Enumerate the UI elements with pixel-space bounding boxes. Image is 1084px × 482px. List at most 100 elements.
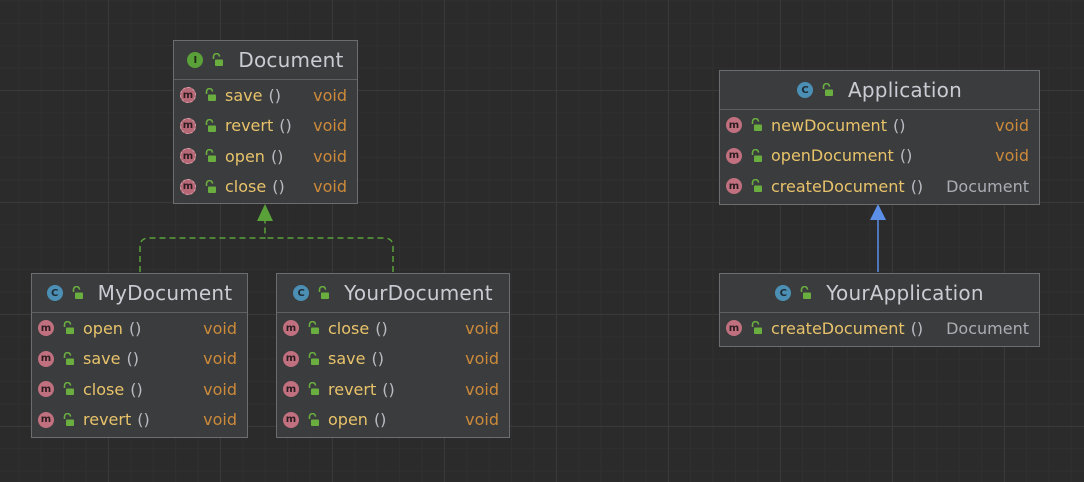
node-title: YourDocument bbox=[344, 281, 493, 305]
method-badge-icon: m bbox=[180, 148, 196, 165]
method-return-type: void bbox=[313, 85, 347, 105]
method-name: createDocument bbox=[771, 318, 905, 338]
method-params: () bbox=[371, 349, 384, 369]
method-name: open bbox=[225, 146, 265, 166]
public-lock-icon bbox=[308, 351, 319, 365]
public-lock-icon bbox=[308, 321, 319, 335]
public-lock-icon bbox=[63, 412, 74, 426]
public-lock-icon bbox=[308, 412, 319, 426]
method-badge-icon: m bbox=[283, 350, 299, 367]
method-return-type: void bbox=[313, 116, 347, 136]
public-lock-icon bbox=[63, 382, 74, 396]
method-params: () bbox=[910, 176, 924, 196]
method-badge-icon: m bbox=[283, 381, 299, 398]
method-name: open bbox=[83, 318, 123, 338]
node-title: YourApplication bbox=[826, 281, 984, 305]
public-lock-icon bbox=[751, 148, 762, 162]
method-name: close bbox=[225, 177, 267, 197]
public-lock-icon bbox=[318, 286, 330, 299]
method-name: revert bbox=[83, 410, 132, 430]
class-badge-icon: C bbox=[293, 285, 310, 301]
method-params: () bbox=[375, 318, 388, 338]
public-lock-icon bbox=[213, 53, 224, 66]
node-title: Application bbox=[848, 78, 962, 102]
node-header: C Application bbox=[720, 71, 1039, 110]
method-badge-icon: m bbox=[726, 147, 742, 164]
method-return-type: void bbox=[203, 318, 237, 338]
method-badge-icon: m bbox=[726, 178, 742, 195]
method-return-type: void bbox=[203, 379, 237, 399]
class-badge-icon: C bbox=[797, 82, 814, 98]
public-lock-icon bbox=[800, 286, 812, 299]
method-return-type: void bbox=[465, 349, 499, 369]
method-params: () bbox=[268, 85, 281, 105]
class-badge-icon: C bbox=[775, 285, 792, 301]
extends-arrowhead bbox=[870, 204, 886, 220]
method-return-type: Document bbox=[946, 176, 1029, 196]
method-name: save bbox=[225, 85, 263, 105]
public-lock-icon bbox=[63, 351, 74, 365]
method-badge-icon: m bbox=[180, 178, 196, 195]
method-return-type: void bbox=[313, 177, 347, 197]
method-badge-icon: m bbox=[726, 320, 742, 337]
method-return-type: Document bbox=[946, 318, 1029, 338]
method-row[interactable]: m revert() void bbox=[174, 111, 357, 142]
node-header: C YourApplication bbox=[720, 274, 1039, 313]
method-name: open bbox=[328, 410, 368, 430]
public-lock-icon bbox=[205, 88, 216, 102]
method-name: revert bbox=[225, 116, 274, 136]
method-return-type: void bbox=[203, 349, 237, 369]
method-return-type: void bbox=[203, 410, 237, 430]
public-lock-icon bbox=[751, 118, 762, 132]
method-name: save bbox=[83, 349, 121, 369]
method-badge-icon: m bbox=[180, 117, 196, 134]
method-name: openDocument bbox=[771, 146, 894, 166]
public-lock-icon bbox=[308, 382, 319, 396]
method-params: () bbox=[126, 349, 139, 369]
method-params: () bbox=[899, 146, 913, 166]
method-return-type: void bbox=[995, 146, 1029, 166]
method-params: () bbox=[279, 116, 292, 136]
method-params: () bbox=[382, 379, 395, 399]
node-header: C YourDocument bbox=[277, 274, 509, 313]
public-lock-icon bbox=[205, 149, 216, 163]
method-params: () bbox=[892, 115, 906, 135]
method-params: () bbox=[130, 379, 143, 399]
implements-arrowhead bbox=[257, 204, 273, 221]
method-params: () bbox=[373, 410, 387, 430]
method-badge-icon: m bbox=[726, 117, 742, 134]
implements-edge-mydocument bbox=[139, 221, 266, 272]
method-row[interactable]: m openDocument() void bbox=[720, 141, 1039, 172]
method-badge-icon: m bbox=[283, 411, 299, 428]
method-return-type: void bbox=[465, 379, 499, 399]
public-lock-icon bbox=[63, 321, 74, 335]
method-name: close bbox=[83, 379, 125, 399]
method-return-type: void bbox=[995, 115, 1029, 135]
public-lock-icon bbox=[205, 179, 216, 193]
method-name: close bbox=[328, 318, 370, 338]
method-params: () bbox=[137, 410, 150, 430]
method-badge-icon: m bbox=[38, 320, 54, 337]
public-lock-icon bbox=[205, 118, 216, 132]
class-badge-icon: C bbox=[46, 285, 63, 301]
